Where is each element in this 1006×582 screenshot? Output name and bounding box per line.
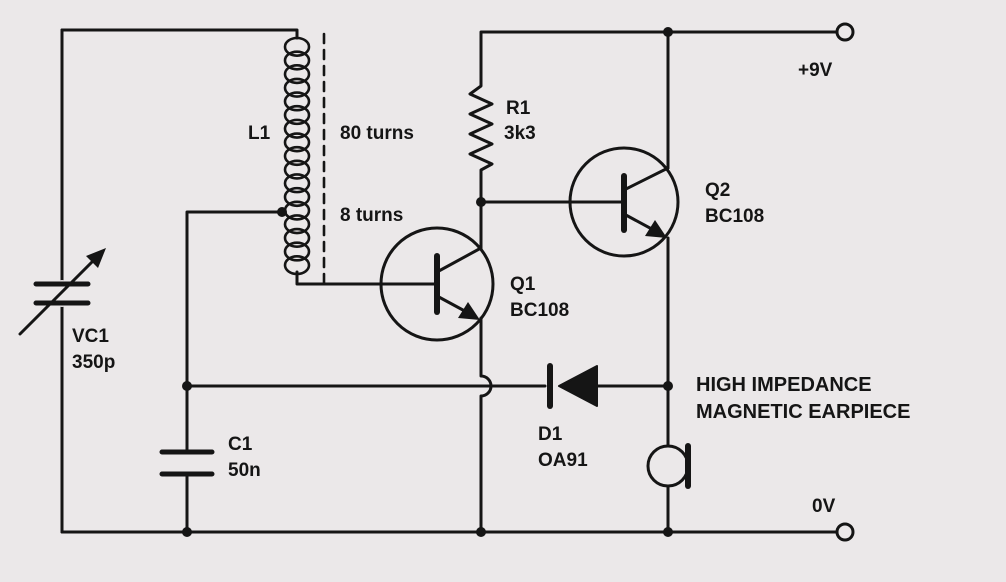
coil-turn — [283, 159, 311, 180]
c1-value-label: 50n — [228, 460, 261, 481]
d1-type-label: OA91 — [538, 450, 588, 471]
l1-ref-label: L1 — [248, 123, 271, 144]
transistor-q2 — [568, 146, 680, 258]
resistor-r1 — [468, 72, 494, 178]
capacitor-c1 — [159, 449, 215, 477]
coil-turn — [283, 214, 311, 235]
r1-value-label: 3k3 — [504, 123, 536, 144]
c1-ref-label: C1 — [228, 434, 253, 455]
coil-turn — [283, 118, 311, 139]
supply-terminal-label: +9V — [798, 60, 833, 81]
coil-turn — [283, 200, 311, 221]
q2-ref-label: Q2 — [705, 180, 730, 201]
junction-dot — [182, 527, 192, 537]
coil-turn — [283, 145, 311, 167]
junction-dot — [476, 527, 486, 537]
q2-type-label: BC108 — [705, 206, 764, 227]
r1-ref-label: R1 — [506, 98, 531, 119]
junctions — [182, 27, 673, 537]
vc1-value-label: 350p — [72, 352, 115, 373]
coil-turn — [283, 63, 311, 85]
earpiece-label-line2: MAGNETIC EARPIECE — [696, 401, 910, 423]
coil-turn — [283, 173, 311, 194]
q1-ref-label: Q1 — [510, 274, 536, 295]
coil-turn — [283, 227, 311, 249]
q1-type-label: BC108 — [510, 300, 569, 321]
variable-capacitor-vc1 — [18, 248, 106, 336]
l1-turns-tap-label: 8 turns — [340, 205, 403, 226]
coil-turn — [283, 50, 311, 71]
coil-turn — [283, 186, 311, 208]
wires — [60, 28, 841, 534]
junction-dot — [182, 381, 192, 391]
coil-turn — [283, 132, 311, 153]
coil-turn — [283, 104, 311, 126]
coil-turn — [283, 91, 311, 112]
wire-supply-rail — [479, 30, 841, 76]
terminal-supply — [835, 22, 855, 42]
earpiece-label-line1: HIGH IMPEDANCE — [696, 374, 872, 396]
wire-l1-bottom-q1-base — [295, 270, 394, 286]
coil-turn — [283, 255, 311, 276]
wire-l1-tap — [185, 210, 284, 454]
coil-turn — [283, 77, 311, 98]
junction-dot — [663, 27, 673, 37]
vc1-ref-label: VC1 — [72, 326, 109, 347]
coil-turn — [283, 241, 311, 262]
earpiece-symbol — [646, 443, 691, 489]
l1-turns-main-label: 80 turns — [340, 123, 414, 144]
coil-turn — [283, 36, 311, 57]
junction-dot — [663, 381, 673, 391]
diode-d1 — [547, 363, 598, 409]
terminal-ground — [835, 522, 855, 542]
inductor-l1 — [283, 36, 311, 276]
junction-dot — [663, 527, 673, 537]
labels: L1 80 turns 8 turns R1 3k3 Q1 BC108 Q2 B… — [72, 60, 910, 517]
wire-q1-emitter — [479, 316, 493, 534]
d1-ref-label: D1 — [538, 424, 563, 445]
wire-top-l1 — [60, 28, 299, 40]
junction-dot — [476, 197, 486, 207]
ground-terminal-label: 0V — [812, 496, 836, 517]
transistor-q1 — [379, 226, 495, 342]
